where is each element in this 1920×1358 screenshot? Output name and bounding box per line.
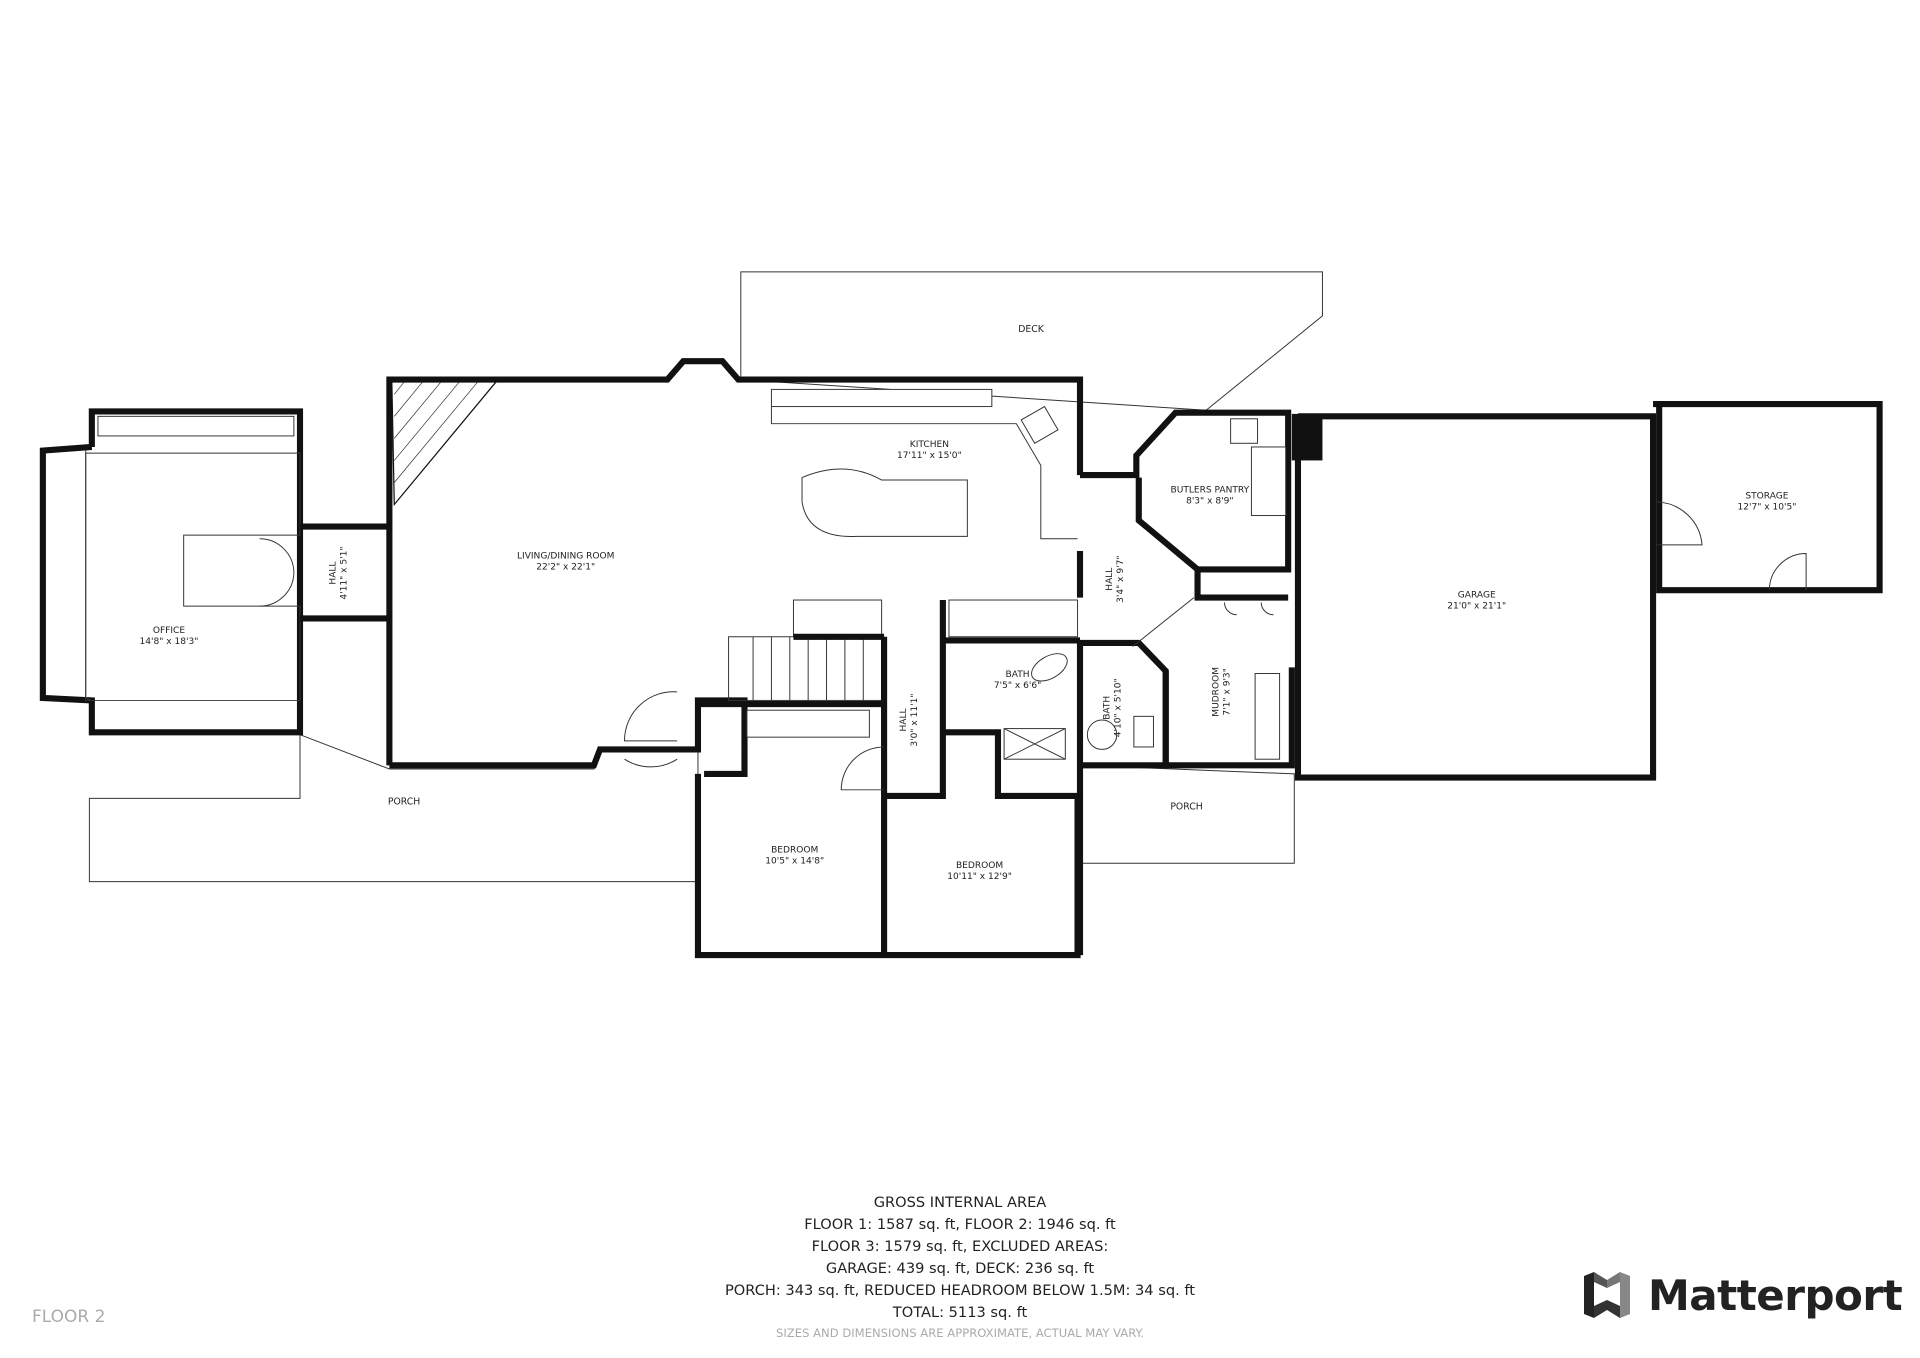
office-label: OFFICE [153, 626, 186, 636]
disclaimer: SIZES AND DIMENSIONS ARE APPROXIMATE, AC… [776, 1326, 1144, 1340]
mudroom-label: MUDROOM [1211, 667, 1221, 717]
butlers-label: BUTLERS PANTRY [1170, 485, 1249, 495]
deck-label: DECK [1018, 324, 1045, 335]
hall-east-label: HALL [1105, 568, 1115, 591]
bedroom2-label: BEDROOM [956, 861, 1003, 871]
bath1-dims: 7'5" x 6'6" [994, 681, 1041, 691]
matterport-logo: Matterport [1580, 1268, 1903, 1322]
porch-west-label: PORCH [388, 797, 420, 808]
hall-west-dims: 4'11" x 5'1" [340, 546, 350, 599]
butlers-dims: 8'3" x 8'9" [1186, 496, 1233, 506]
bath1-label: BATH [1006, 670, 1030, 680]
area-line-1: FLOOR 1: 1587 sq. ft, FLOOR 2: 1946 sq. … [804, 1216, 1116, 1233]
main-walls [386, 358, 1084, 777]
storage-dims: 12'7" x 10'5" [1737, 502, 1796, 512]
living-label: LIVING/DINING ROOM [517, 551, 614, 561]
matterport-logo-icon [1584, 1272, 1630, 1318]
porch-east-outline [1081, 764, 1295, 864]
room-labels: OFFICE 14'8" x 18'3" HALL 4'11" x 5'1" L… [140, 324, 1797, 882]
hall-east-dims: 3'4" x 9'7" [1116, 555, 1126, 602]
area-line-3: GARAGE: 439 sq. ft, DECK: 236 sq. ft [825, 1260, 1095, 1277]
office-dims: 14'8" x 18'3" [140, 637, 199, 647]
bedroom1-dims: 10'5" x 14'8" [765, 856, 824, 866]
area-line-2: FLOOR 3: 1579 sq. ft, EXCLUDED AREAS: [811, 1238, 1109, 1255]
garage-dims: 21'0" x 21'1" [1447, 602, 1506, 612]
bedroom2-dims: 10'11" x 12'9" [947, 872, 1012, 882]
floor-label: FLOOR 2 [32, 1307, 106, 1327]
bath2-label: BATH [1102, 696, 1112, 720]
hall-mid-dims: 3'0" x 11'1" [910, 693, 920, 746]
office-walls [39, 408, 304, 736]
mudroom-dims: 7'1" x 9'3" [1222, 668, 1232, 715]
garage-label: GARAGE [1458, 591, 1496, 601]
garage-walls [1294, 401, 1883, 781]
gross-internal-area: GROSS INTERNAL AREA FLOOR 1: 1587 sq. ft… [660, 1192, 1260, 1342]
hall-west-label: HALL [329, 562, 339, 585]
kitchen-label: KITCHEN [910, 440, 949, 450]
storage-label: STORAGE [1745, 491, 1788, 501]
east-walls [1080, 409, 1323, 769]
porch-west-outline [88, 734, 699, 883]
living-dims: 22'2" x 22'1" [536, 562, 595, 572]
bedroom1-label: BEDROOM [771, 845, 818, 855]
area-line-4: PORCH: 343 sq. ft, REDUCED HEADROOM BELO… [725, 1282, 1195, 1299]
bedroom-walls [694, 701, 1081, 959]
deck-outline [740, 271, 1323, 411]
bath2-dims: 4'10" x 5'10" [1113, 678, 1123, 737]
west-hall [259, 523, 392, 622]
brand-name: Matterport [1648, 1270, 1903, 1320]
center-walls [881, 600, 1169, 956]
porch-east-label: PORCH [1170, 801, 1202, 812]
hall-mid-label: HALL [899, 708, 909, 731]
area-title: GROSS INTERNAL AREA [873, 1194, 1047, 1211]
kitchen-dims: 17'11" x 15'0" [897, 451, 962, 461]
area-total: TOTAL: 5113 sq. ft [892, 1304, 1028, 1321]
